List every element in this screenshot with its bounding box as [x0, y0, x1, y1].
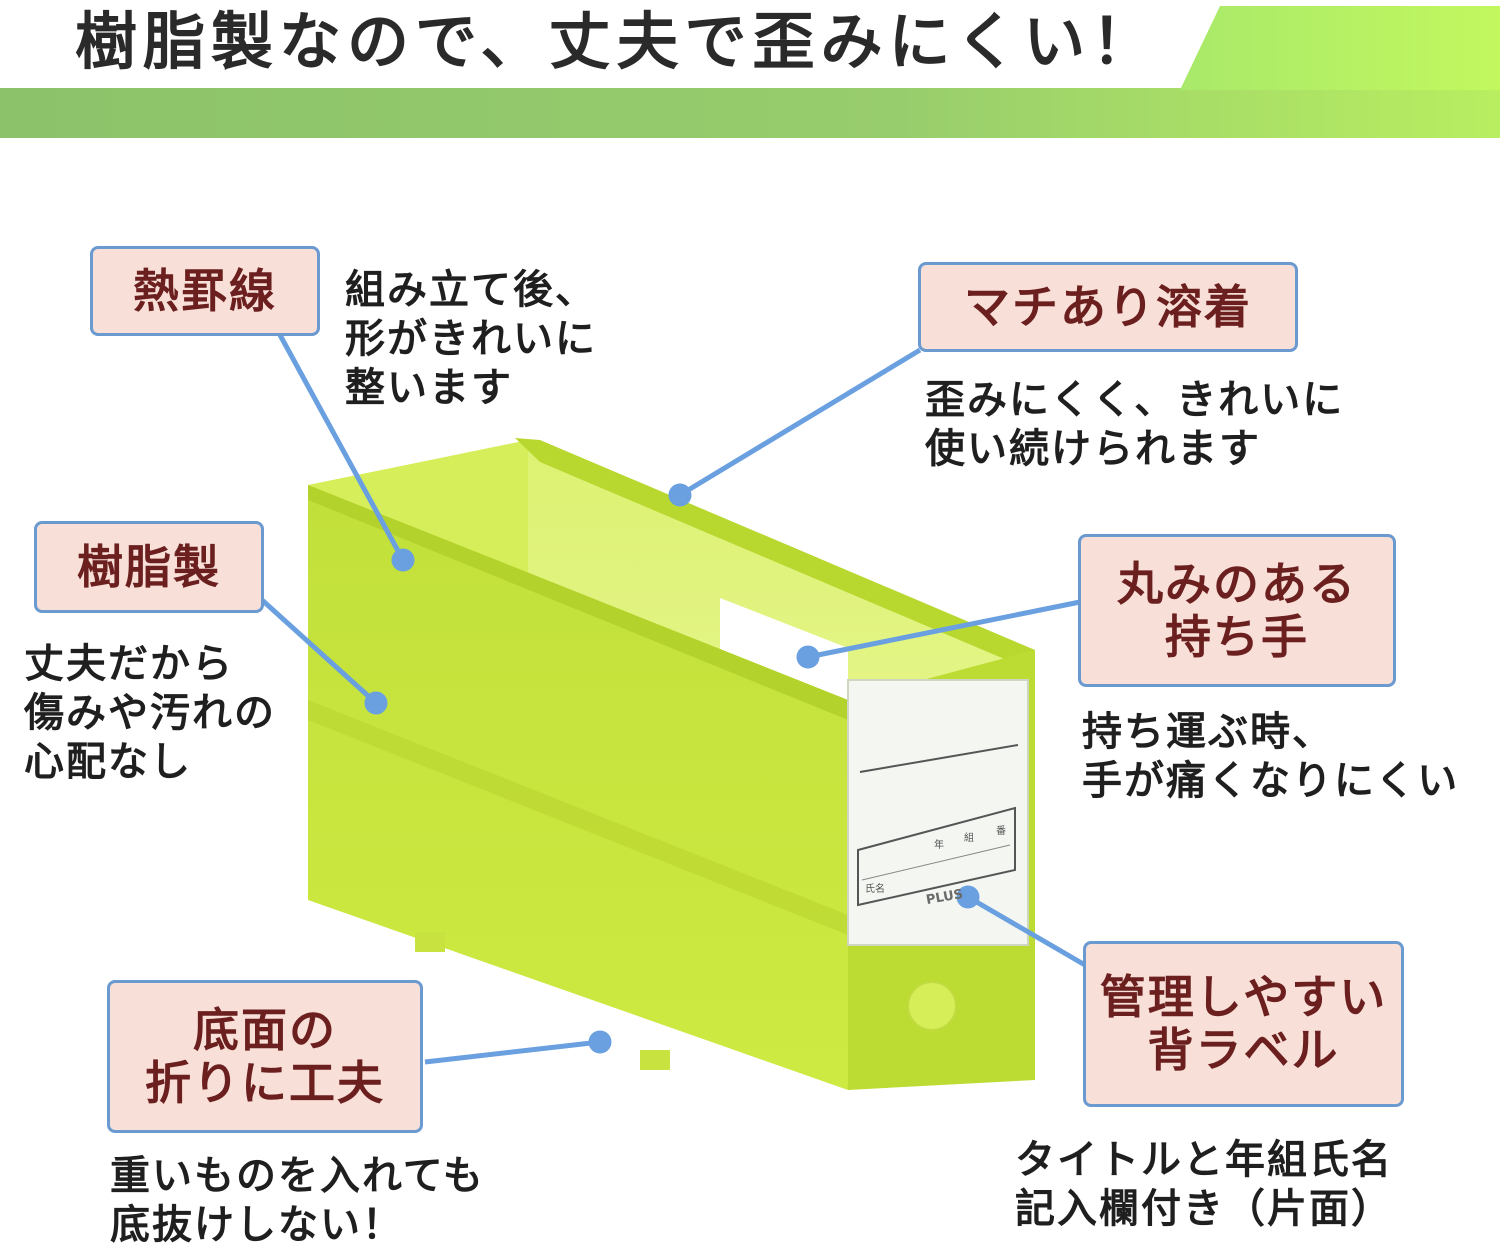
connector-dot [364, 691, 388, 715]
header-banner: 樹脂製なので、丈夫で歪みにくい！ [0, 0, 1500, 140]
callout-handle: 丸みのある 持ち手 [1078, 534, 1396, 687]
callout-gusset-weld: マチあり溶着 [918, 262, 1298, 352]
box-foot [640, 1050, 670, 1070]
connector-dot [956, 885, 980, 909]
label-year: 年 [934, 840, 944, 851]
desc-spine-label: タイトルと年組氏名 記入欄付き（片面） [1015, 1137, 1393, 1232]
spine-label-name-box [857, 806, 1016, 907]
desc-resin: 丈夫だから 傷みや汚れの 心配なし [24, 641, 276, 785]
box-foot [415, 932, 445, 952]
heat-crease-line [308, 700, 848, 935]
heat-crease-band [308, 485, 848, 720]
label-number: 番 [996, 826, 1006, 837]
box-back-rim [515, 438, 1035, 672]
spine-label-title-line [859, 744, 1019, 773]
connector-line [807, 599, 1081, 660]
connector-dot [668, 483, 692, 507]
callout-resin-label: 樹脂製 [77, 539, 221, 594]
callout-resin: 樹脂製 [34, 521, 264, 613]
connector-line [260, 598, 378, 705]
callout-bottom-fold-label: 底面の 折りに工夫 [145, 1002, 385, 1110]
callout-spine-label: 管理しやすい 背ラベル [1083, 941, 1404, 1107]
connector-line [424, 1039, 601, 1065]
callout-spine-label-label: 管理しやすい 背ラベル [1099, 970, 1388, 1077]
header-green-band [0, 88, 1500, 138]
connector-dot [796, 645, 820, 669]
callout-gusset-weld-label: マチあり溶着 [964, 279, 1252, 334]
callout-bottom-fold: 底面の 折りに工夫 [107, 980, 423, 1133]
handle-opening-icon [720, 598, 848, 700]
desc-gusset-weld: 歪みにくく、きれいに 使い続けられます [925, 377, 1345, 472]
connector-dot [588, 1030, 612, 1054]
headline: 樹脂製なので、丈夫で歪みにくい！ [75, 5, 1160, 78]
callout-heat-crease-label: 熱罫線 [133, 263, 277, 318]
thumb-hole-icon [907, 981, 957, 1031]
header-slant-accent [1180, 6, 1500, 90]
connector-dot [391, 548, 415, 572]
label-name: 氏名 [865, 884, 885, 895]
desc-heat-crease: 組み立て後、 形がきれいに 整います [345, 267, 597, 411]
connector-line [678, 347, 922, 498]
callout-handle-label: 丸みのある 持ち手 [1117, 556, 1357, 664]
desc-bottom-fold: 重いものを入れても 底抜けしない！ [110, 1153, 485, 1248]
label-class: 組 [964, 833, 974, 844]
callout-heat-crease: 熱罫線 [90, 246, 320, 336]
connector-line [966, 894, 1087, 968]
desc-handle: 持ち運ぶ時、 手が痛くなりにくい [1082, 709, 1460, 804]
connector-line [277, 333, 406, 562]
